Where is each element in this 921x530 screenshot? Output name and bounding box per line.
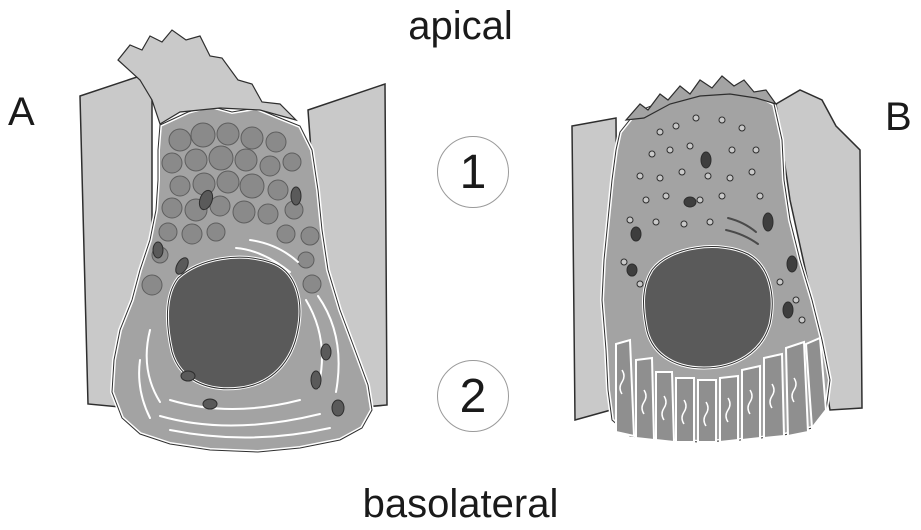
basolateral-label: basolateral <box>0 484 921 524</box>
panel-a-illustration <box>80 30 387 452</box>
panel-b-illustration <box>572 76 862 442</box>
panel-a-label: A <box>8 92 35 132</box>
panel-b-nucleus <box>644 247 773 368</box>
region-1-badge: 1 <box>437 136 509 208</box>
region-2-badge: 2 <box>437 360 509 432</box>
apical-label: apical <box>0 6 921 46</box>
panel-b-label: B <box>885 97 912 137</box>
panel-a-nucleus <box>167 257 299 389</box>
